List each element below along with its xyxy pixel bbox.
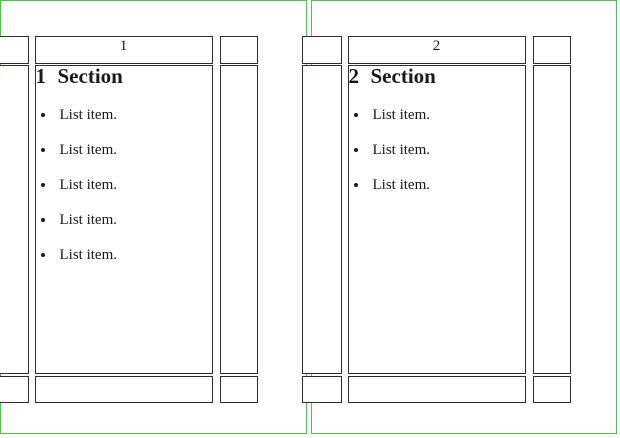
list-item-text: List item. [372,142,431,158]
left-margin-footer-box [0,375,29,403]
left-margin-header-box [301,35,342,64]
list-item: List item. [36,246,212,264]
bullet-icon [41,148,45,152]
list-item: List item. [349,106,525,124]
bullet-icon [41,183,45,187]
text-body-box: 2 Section List item. List item. List item… [347,65,526,374]
section-number: 2 [348,65,360,88]
left-margin-header-box [0,35,29,64]
list-item: List item. [36,211,212,229]
bullet-icon [354,113,358,117]
page-1-right-margin-column [219,35,258,403]
page-number: 1 [119,37,128,54]
bullet-icon [41,253,45,257]
left-margin-note-box [301,65,342,374]
bullet-icon [41,218,45,222]
bullet-icon [354,183,358,187]
list-item-text: List item. [59,107,118,123]
page-1-left-margin-column [0,35,29,403]
section-heading: 1 Section [35,65,212,88]
header-box: 2 [347,35,526,64]
left-margin-footer-box [301,375,342,403]
list-item: List item. [36,106,212,124]
text-body-box: 1 Section List item. List item. List item… [34,65,213,374]
page-number: 2 [432,37,441,54]
right-margin-note-box [532,65,571,374]
list-item: List item. [36,141,212,159]
bullet-icon [354,148,358,152]
section-title: Section [57,65,123,88]
list-item: List item. [36,176,212,194]
list-item: List item. [349,176,525,194]
page-2-right-margin-column [532,35,571,403]
list-item-text: List item. [372,177,431,193]
page-2-left-margin-column [301,35,342,403]
section-number: 1 [35,65,47,88]
bullet-icon [41,113,45,117]
list-item-text: List item. [59,247,118,263]
right-margin-note-box [219,65,258,374]
right-margin-header-box [532,35,571,64]
list-item: List item. [349,141,525,159]
section-heading: 2 Section [348,65,525,88]
right-margin-footer-box [532,375,571,403]
list-item-text: List item. [59,212,118,228]
right-margin-header-box [219,35,258,64]
footer-box [347,375,526,403]
footer-box [34,375,213,403]
list-item-text: List item. [59,142,118,158]
header-box: 1 [34,35,213,64]
section-title: Section [370,65,436,88]
list-item-text: List item. [372,107,431,123]
list-item-text: List item. [59,177,118,193]
right-margin-footer-box [219,375,258,403]
left-margin-note-box [0,65,29,374]
